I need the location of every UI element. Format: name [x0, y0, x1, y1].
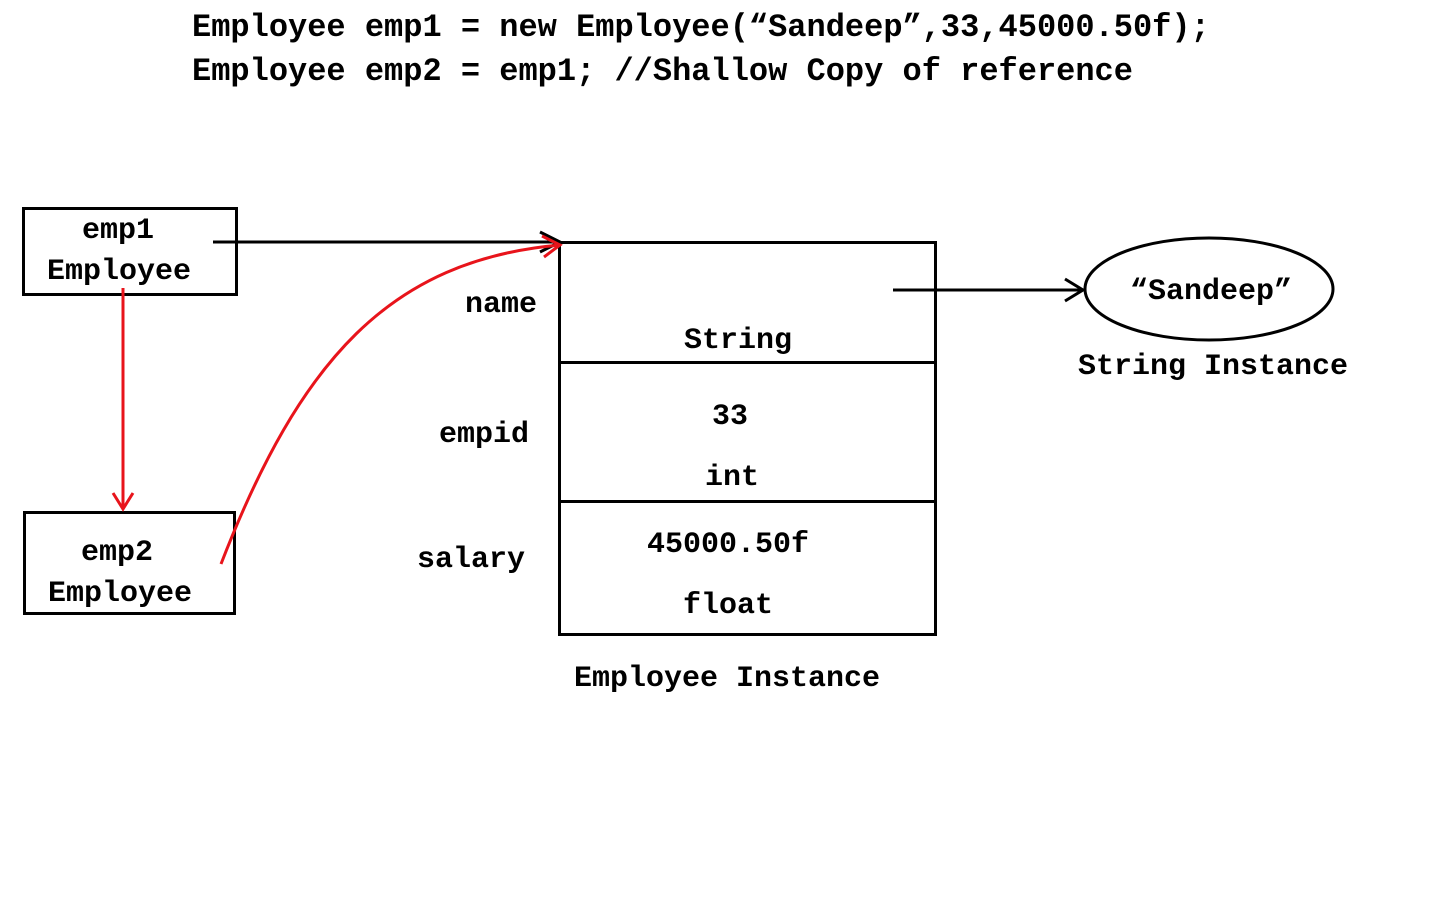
field-type-name: String — [684, 324, 793, 358]
emp1-reference-arrow — [213, 230, 564, 254]
string-instance-caption: String Instance — [1078, 350, 1349, 384]
field-label-name: name — [465, 288, 538, 322]
code-line-constructor: Employee emp1 = new Employee(“Sandeep”,3… — [192, 9, 1210, 46]
field-type-salary: float — [683, 589, 774, 623]
field-divider — [558, 500, 937, 503]
employee-instance-caption: Employee Instance — [574, 662, 881, 696]
string-instance-ellipse — [1083, 236, 1335, 342]
code-line-shallow-copy: Employee emp2 = emp1; //Shallow Copy of … — [192, 53, 1133, 90]
field-divider — [558, 361, 937, 364]
emp1-reference-box — [22, 207, 238, 296]
emp1-var-label: emp1 — [82, 214, 155, 248]
employee-instance-box — [558, 241, 937, 636]
emp2-reference-box — [23, 511, 236, 615]
field-value-salary: 45000.50f — [647, 528, 810, 562]
emp1-type-label: Employee — [47, 255, 192, 289]
field-value-empid: 33 — [712, 400, 749, 434]
copy-arrow — [111, 288, 135, 512]
emp2-reference-arrow — [219, 234, 563, 565]
field-label-salary: salary — [417, 543, 526, 577]
field-label-empid: empid — [439, 418, 530, 452]
string-instance-value: “Sandeep” — [1130, 275, 1292, 309]
emp2-type-label: Employee — [48, 577, 193, 611]
emp2-var-label: emp2 — [81, 536, 154, 570]
field-type-empid: int — [705, 461, 760, 495]
